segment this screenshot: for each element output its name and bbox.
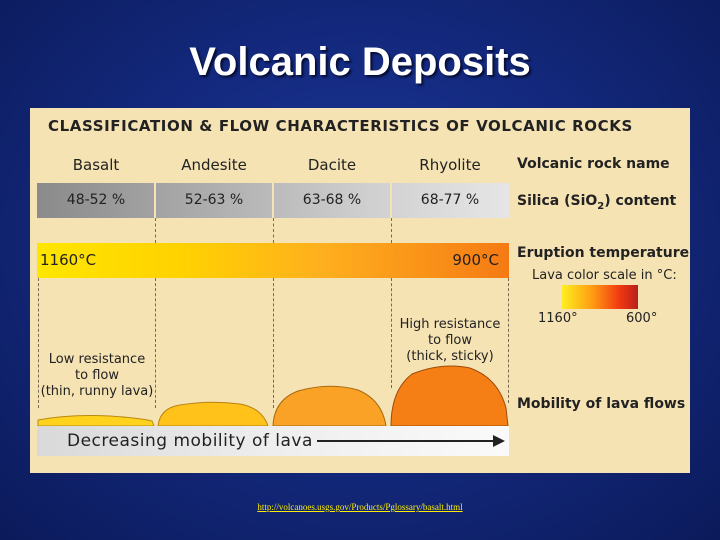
decreasing-mobility-label: Decreasing mobility of lava xyxy=(67,431,313,451)
rhyolite-flow xyxy=(390,365,509,427)
column-guide xyxy=(155,218,156,243)
rock-name-andesite: Andesite xyxy=(181,156,247,174)
cell-divider xyxy=(272,183,274,218)
column-guide xyxy=(38,278,39,408)
column-guide xyxy=(391,278,392,388)
lava-color-scale-caption: Lava color scale in °C: xyxy=(532,268,677,283)
temp-cool-label: 900°C xyxy=(452,251,499,269)
silica-andesite: 52-63 % xyxy=(184,192,244,208)
scale-high-label: 600° xyxy=(626,311,658,326)
lava-color-scale xyxy=(562,285,638,309)
low-resistance-note: Low resistance to flow (thin, runny lava… xyxy=(40,352,154,399)
column-guide xyxy=(155,278,156,408)
andesite-flow xyxy=(157,401,269,427)
rock-name-basalt: Basalt xyxy=(72,156,120,174)
lava-flows xyxy=(37,365,509,427)
label-silica-content: Silica (SiO2) content xyxy=(517,193,677,212)
label-rock-name: Volcanic rock name xyxy=(517,156,670,172)
rock-name-rhyolite: Rhyolite xyxy=(419,156,481,174)
diagram-title: CLASSIFICATION & FLOW CHARACTERISTICS OF… xyxy=(48,117,633,135)
column-guide xyxy=(391,218,392,243)
arrow-right-icon xyxy=(317,435,505,447)
basalt-flow xyxy=(37,415,155,427)
column-guide xyxy=(273,278,274,408)
dacite-flow xyxy=(272,385,387,427)
label-mobility-of-lava-flows: Mobility of lava flows xyxy=(517,396,686,412)
high-resistance-note: High resistance to flow (thick, sticky) xyxy=(399,317,501,364)
column-guide xyxy=(508,278,509,403)
decreasing-mobility-band: Decreasing mobility of lava xyxy=(37,426,509,456)
eruption-temperature-bar: 1160°C 900°C xyxy=(37,243,509,278)
cell-divider xyxy=(390,183,392,218)
classification-diagram: CLASSIFICATION & FLOW CHARACTERISTICS OF… xyxy=(30,108,690,473)
label-eruption-temperature: Eruption temperature xyxy=(517,245,690,261)
temp-hot-label: 1160°C xyxy=(40,251,97,269)
rock-name-dacite: Dacite xyxy=(307,156,357,174)
scale-low-label: 1160° xyxy=(538,311,578,326)
silica-rhyolite: 68-77 % xyxy=(420,192,480,208)
column-guide xyxy=(273,218,274,243)
slide-title: Volcanic Deposits xyxy=(189,40,531,84)
silica-dacite: 63-68 % xyxy=(302,192,362,208)
silica-content-row: 48-52 % 52-63 % 63-68 % 68-77 % xyxy=(37,183,509,218)
cell-divider xyxy=(154,183,156,218)
silica-basalt: 48-52 % xyxy=(66,192,126,208)
source-link[interactable]: http://volcanoes.usgs.gov/Products/Pglos… xyxy=(257,502,463,512)
